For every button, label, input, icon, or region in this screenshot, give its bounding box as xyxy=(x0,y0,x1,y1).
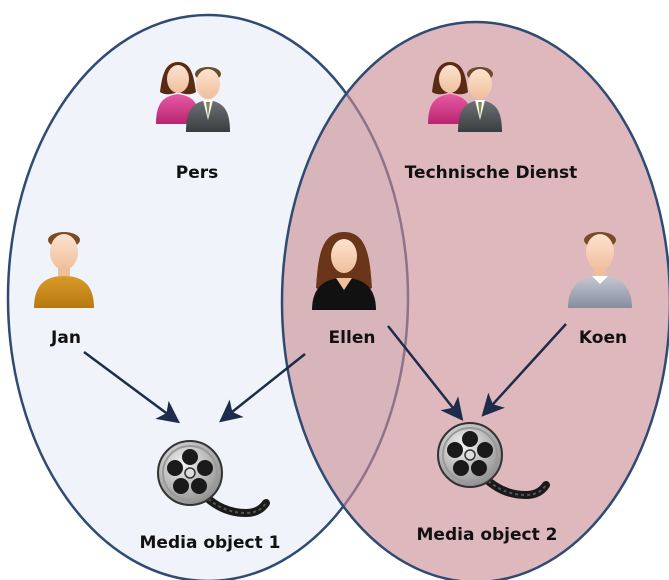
arrow-jan-to-media-1 xyxy=(83,350,181,424)
user-label-jan: Jan xyxy=(50,328,81,348)
pers-group-label: Pers xyxy=(176,163,219,183)
media-label-1: Media object 1 xyxy=(140,533,281,553)
user-label-koen: Koen xyxy=(579,328,627,348)
arrow-ellen-to-media-1 xyxy=(219,353,306,423)
technische-dienst-group-label: Technische Dienst xyxy=(405,163,578,183)
arrow-koen-to-media-2 xyxy=(481,323,567,417)
user-label-ellen: Ellen xyxy=(329,328,376,348)
media-label-2: Media object 2 xyxy=(417,525,558,545)
arrow-ellen-to-media-2 xyxy=(387,325,464,421)
technische-dienst-group-circle xyxy=(280,20,669,580)
